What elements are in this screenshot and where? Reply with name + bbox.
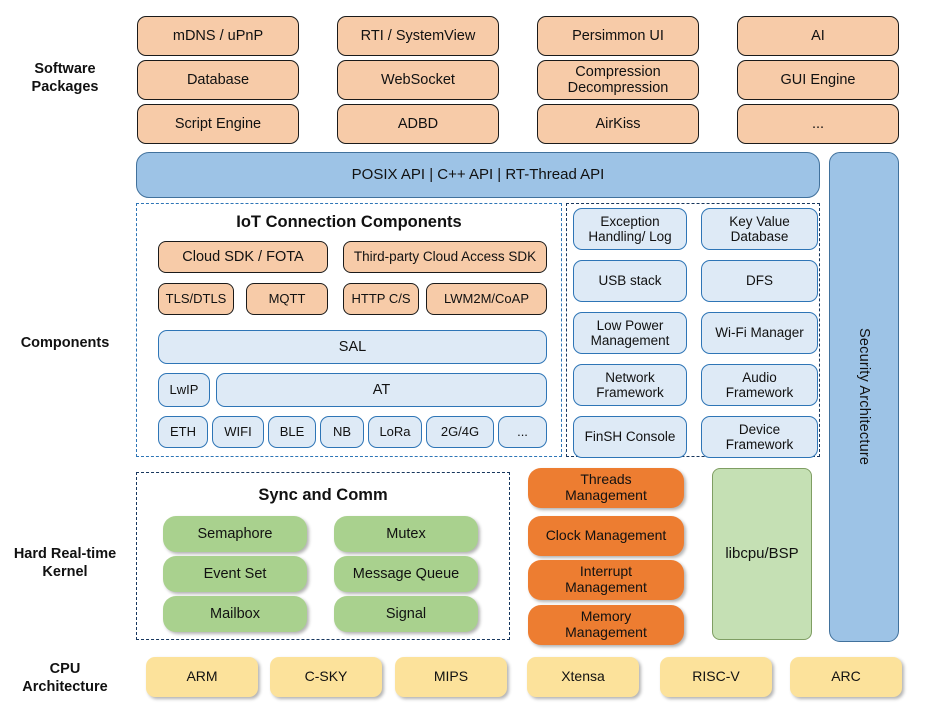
sync-and-comm-title: Sync and Comm	[258, 486, 388, 504]
libcpu-bsp-block[interactable]: libcpu/BSP	[712, 468, 812, 640]
sync-and-comm-group	[136, 472, 510, 640]
row-label-kernel-line2: Kernel	[42, 564, 88, 580]
package-airkiss[interactable]: AirKiss	[537, 104, 699, 144]
row-label-software-packages-line1: Software	[34, 60, 96, 77]
sync-semaphore[interactable]: Semaphore	[163, 516, 307, 552]
iot-lora[interactable]: LoRa	[368, 416, 422, 448]
component-dfs[interactable]: DFS	[701, 260, 818, 302]
iot-lwm2m-coap[interactable]: LWM2M/CoAP	[426, 283, 547, 315]
row-label-cpu-architecture: CPU Architecture	[0, 655, 130, 701]
package-ai[interactable]: AI	[737, 16, 899, 56]
iot-2g-4g[interactable]: 2G/4G	[426, 416, 494, 448]
component-key-value-database[interactable]: Key Value Database	[701, 208, 818, 250]
iot-at[interactable]: AT	[216, 373, 547, 407]
component-audio-framework[interactable]: Audio Framework	[701, 364, 818, 406]
component-network-framework[interactable]: Network Framework	[573, 364, 687, 406]
iot-eth[interactable]: ETH	[158, 416, 208, 448]
iot-cloud-sdk-fota[interactable]: Cloud SDK / FOTA	[158, 241, 328, 273]
package-compression-decompression[interactable]: Compression Decompression	[537, 60, 699, 100]
component-device-framework[interactable]: Device Framework	[701, 416, 818, 458]
cpu-arc[interactable]: ARC	[790, 657, 902, 697]
component-wifi-manager[interactable]: Wi-Fi Manager	[701, 312, 818, 354]
component-exception-handling-log[interactable]: Exception Handling/ Log	[573, 208, 687, 250]
api-bar[interactable]: POSIX API | C++ API | RT-Thread API	[136, 152, 820, 198]
components-right-region	[566, 203, 820, 457]
kernel-clock-management[interactable]: Clock Management	[528, 516, 684, 556]
row-label-components-text: Components	[20, 334, 110, 351]
kernel-threads-management[interactable]: Threads Management	[528, 468, 684, 508]
iot-ble[interactable]: BLE	[268, 416, 316, 448]
package-mdns-upnp[interactable]: mDNS / uPnP	[137, 16, 299, 56]
iot-third-party-cloud-access-sdk[interactable]: Third-party Cloud Access SDK	[343, 241, 547, 273]
sync-signal[interactable]: Signal	[334, 596, 478, 632]
iot-group-title: IoT Connection Components	[236, 213, 462, 231]
iot-wifi[interactable]: WIFI	[212, 416, 264, 448]
row-label-software-packages-line2: Packages	[31, 79, 99, 95]
row-label-software-packages: Software Packages	[0, 55, 130, 101]
cpu-mips[interactable]: MIPS	[395, 657, 507, 697]
component-usb-stack[interactable]: USB stack	[573, 260, 687, 302]
security-architecture-bar[interactable]: Security Architecture	[829, 152, 899, 642]
cpu-arm[interactable]: ARM	[146, 657, 258, 697]
kernel-interrupt-management[interactable]: Interrupt Management	[528, 560, 684, 600]
row-label-kernel: Hard Real-time Kernel	[0, 540, 130, 586]
iot-nb[interactable]: NB	[320, 416, 364, 448]
cpu-c-sky[interactable]: C-SKY	[270, 657, 382, 697]
cpu-risc-v[interactable]: RISC-V	[660, 657, 772, 697]
package-gui-engine[interactable]: GUI Engine	[737, 60, 899, 100]
package-websocket[interactable]: WebSocket	[337, 60, 499, 100]
row-label-cpu-line2: Architecture	[22, 679, 108, 695]
security-architecture-label: Security Architecture	[856, 328, 872, 466]
package-persimmon-ui[interactable]: Persimmon UI	[537, 16, 699, 56]
iot-sal[interactable]: SAL	[158, 330, 547, 364]
iot-more-ellipsis[interactable]: ...	[498, 416, 547, 448]
iot-connection-components-group	[136, 203, 562, 457]
row-label-components: Components	[0, 332, 130, 354]
row-label-cpu-line1: CPU	[49, 660, 81, 677]
component-low-power-management[interactable]: Low Power Management	[573, 312, 687, 354]
kernel-memory-management[interactable]: Memory Management	[528, 605, 684, 645]
iot-http-cs[interactable]: HTTP C/S	[343, 283, 419, 315]
package-more-ellipsis[interactable]: ...	[737, 104, 899, 144]
iot-lwip[interactable]: LwIP	[158, 373, 210, 407]
iot-mqtt[interactable]: MQTT	[246, 283, 328, 315]
package-script-engine[interactable]: Script Engine	[137, 104, 299, 144]
package-adbd[interactable]: ADBD	[337, 104, 499, 144]
sync-event-set[interactable]: Event Set	[163, 556, 307, 592]
sync-mailbox[interactable]: Mailbox	[163, 596, 307, 632]
iot-tls-dtls[interactable]: TLS/DTLS	[158, 283, 234, 315]
component-finsh-console[interactable]: FinSH Console	[573, 416, 687, 458]
package-rti-systemview[interactable]: RTI / SystemView	[337, 16, 499, 56]
sync-message-queue[interactable]: Message Queue	[334, 556, 478, 592]
package-database[interactable]: Database	[137, 60, 299, 100]
row-label-kernel-line1: Hard Real-time	[13, 545, 117, 562]
cpu-xtensa[interactable]: Xtensa	[527, 657, 639, 697]
sync-mutex[interactable]: Mutex	[334, 516, 478, 552]
